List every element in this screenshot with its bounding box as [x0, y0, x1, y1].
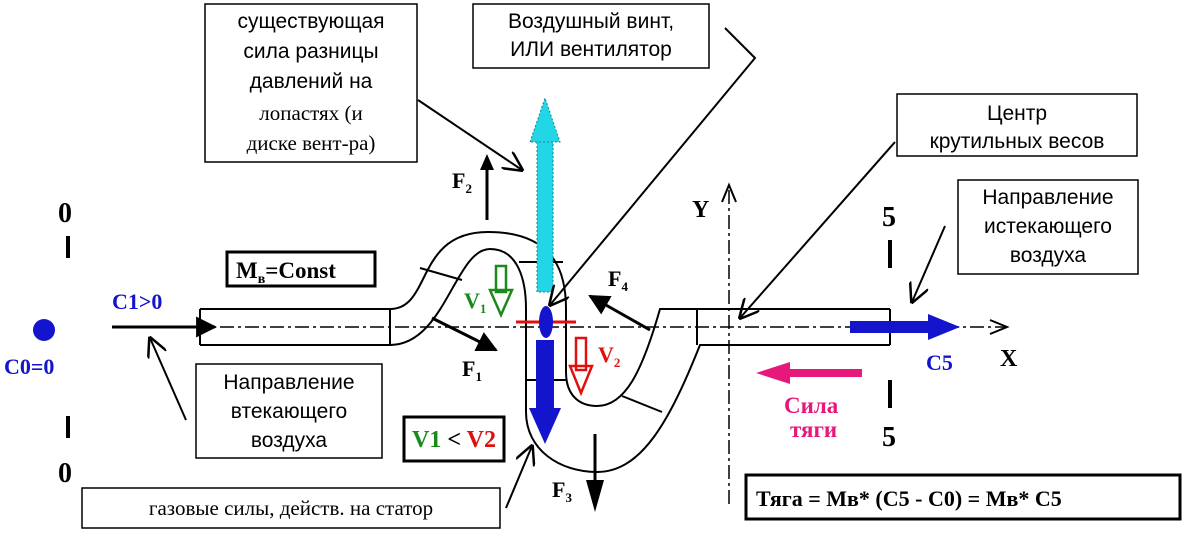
- box-mass-flow: Mв=Const: [225, 250, 377, 288]
- svg-text:воздуха: воздуха: [251, 429, 328, 452]
- box-inflow: Направление втекающего воздуха: [195, 363, 383, 459]
- box-velocity-compare: V1 < V2: [402, 415, 506, 463]
- svg-text:5: 5: [882, 422, 896, 453]
- svg-text:воздуха: воздуха: [1010, 244, 1087, 267]
- box-propeller: Воздушный винт, ИЛИ вентилятор: [472, 3, 710, 69]
- v2-arrow: [568, 336, 594, 397]
- f1-arrow: [431, 316, 498, 352]
- svg-text:существующая: существующая: [237, 10, 384, 33]
- box-outflow: Направление истекающего воздуха: [957, 179, 1139, 275]
- section-0: 0 0: [58, 198, 72, 489]
- svg-text:втекающего: втекающего: [231, 400, 347, 423]
- f1-label: F1: [462, 356, 482, 384]
- f3-label: F3: [552, 477, 572, 505]
- pointer-gas-forces: [505, 446, 532, 509]
- svg-text:крутильных весов: крутильных весов: [930, 130, 1105, 153]
- svg-text:газовые силы, действ. на стато: газовые силы, действ. на статор: [149, 496, 433, 520]
- x-axis-label: X: [1000, 346, 1018, 372]
- thrust-label-1: Сила: [784, 393, 839, 418]
- blue-flow-arrow: [529, 340, 561, 444]
- pointer-center: [740, 141, 896, 318]
- svg-text:5: 5: [882, 202, 896, 233]
- pointer-inflow: [150, 338, 187, 421]
- svg-text:диске вент-ра): диске вент-ра): [247, 131, 376, 155]
- box-gas-forces: газовые силы, действ. на статор: [81, 487, 501, 529]
- svg-text:ИЛИ вентилятор: ИЛИ вентилятор: [510, 38, 672, 61]
- svg-text:Mв=Const: Mв=Const: [236, 258, 336, 287]
- box-thrust-formula: Тяга = Mв* (C5 - C0) = Mв* C5: [744, 473, 1182, 521]
- svg-text:истекающего: истекающего: [984, 215, 1112, 238]
- svg-text:Тяга = Mв* (C5 - C0) = Mв* C: Тяга = Mв* (C5 - C0) = Mв* C5: [756, 486, 1062, 511]
- svg-text:сила разницы: сила разницы: [243, 40, 378, 63]
- box-existing-force: существующая сила разницы давлений на ло…: [204, 3, 418, 163]
- v1-arrow: [488, 264, 514, 319]
- v1-label: V1: [464, 288, 486, 316]
- c1-label: C1>0: [112, 289, 162, 314]
- f4-label: F4: [608, 266, 628, 294]
- thrust-label-2: тяги: [790, 417, 837, 442]
- svg-text:0: 0: [58, 198, 72, 229]
- c0-label: C0=0: [4, 354, 54, 379]
- c5-label: C5: [926, 350, 953, 375]
- svg-text:лопастях (и: лопастях (и: [259, 101, 362, 125]
- svg-text:Центр: Центр: [987, 102, 1047, 125]
- thrust-arrow: [756, 362, 862, 384]
- v2-label: V2: [598, 342, 620, 370]
- propeller-icon: [516, 306, 576, 338]
- cyan-flow-arrow: [529, 96, 561, 293]
- c5-arrow: [850, 314, 960, 340]
- svg-text:давлений на: давлений на: [250, 70, 373, 93]
- f4-arrow: [588, 294, 651, 332]
- y-axis-label: Y: [692, 197, 709, 223]
- svg-text:Направление: Направление: [223, 371, 354, 394]
- pointer-existing-force: [417, 99, 522, 170]
- f3-arrow: [586, 434, 604, 512]
- f2-label: F2: [452, 168, 472, 196]
- pointer-outflow: [912, 225, 946, 302]
- section-5: 5 5: [882, 202, 896, 453]
- y-axis: [721, 182, 737, 505]
- svg-text:V1 < V2: V1 < V2: [412, 427, 496, 453]
- svg-text:Воздушный винт,: Воздушный винт,: [508, 10, 674, 33]
- blue-dot-icon: [33, 319, 55, 341]
- f2-arrow: [480, 154, 494, 220]
- box-center: Центр крутильных весов: [896, 93, 1138, 157]
- svg-text:Направление: Направление: [982, 186, 1113, 209]
- pointer-propeller: [550, 27, 757, 305]
- svg-text:0: 0: [58, 458, 72, 489]
